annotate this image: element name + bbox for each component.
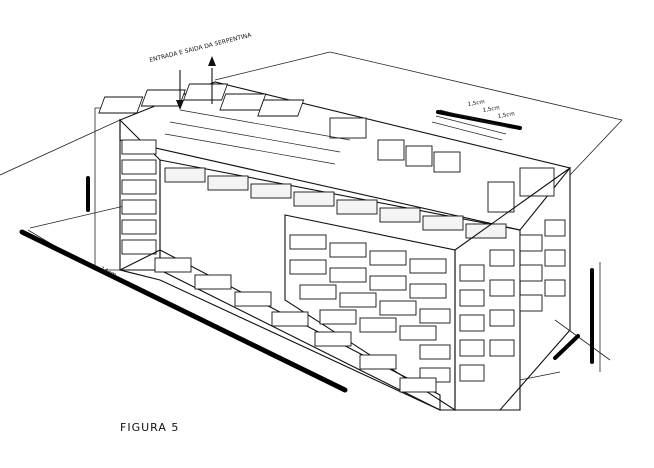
front-dimension-label: 14cm (269, 351, 287, 365)
base-course (118, 249, 441, 411)
spacing-label-c: 1,5cm (497, 111, 515, 120)
arrow-up-icon (208, 56, 216, 66)
right-block (284, 214, 456, 412)
right-end-wall (454, 166, 571, 411)
serpentine-pipes (176, 56, 216, 110)
dimension-lines (0, 51, 623, 381)
arrow-down-icon (176, 100, 184, 110)
figure-caption: FIGURA 5 (120, 421, 180, 434)
serpentine-label: ENTRADA E SAIDA DA SERPENTINA (149, 32, 253, 64)
top-surface (98, 81, 571, 231)
left-wall (119, 118, 161, 271)
spacing-label-a: 1,5cm (467, 99, 485, 108)
spacing-label-b: 1,5cm (482, 105, 500, 114)
